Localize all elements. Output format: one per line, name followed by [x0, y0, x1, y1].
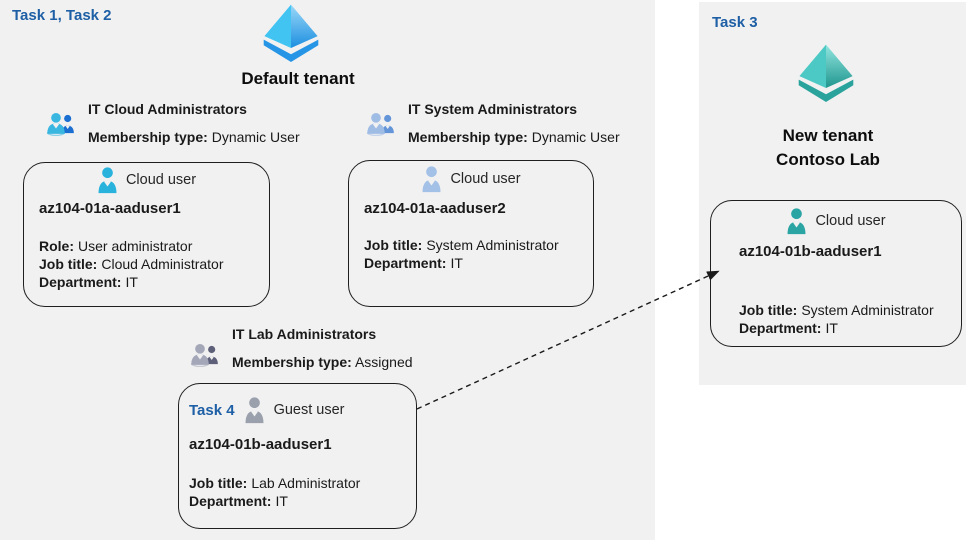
field-department: Department:IT — [189, 492, 360, 510]
user-name: az104-01a-aaduser1 — [39, 200, 181, 217]
new-tenant-panel: Task 3 New tenant Contoso Lab Cloud user… — [699, 2, 966, 385]
card-header: Cloud user — [24, 166, 269, 194]
field-label: Job title: — [189, 475, 248, 491]
membership-value: Assigned — [354, 354, 413, 370]
group-membership: Membership type: Dynamic User — [408, 129, 620, 146]
group-text: IT Cloud Administrators Membership type:… — [88, 101, 300, 146]
cloud-user-icon — [97, 166, 118, 194]
field-value: System Administrator — [426, 237, 559, 253]
cloud-user-icon — [786, 207, 807, 235]
group-text: IT Lab Administrators Membership type: A… — [232, 326, 413, 371]
field-label: Department: — [364, 255, 447, 271]
membership-label: Membership type: — [88, 129, 208, 145]
field-value: IT — [825, 320, 838, 336]
new-tenant-title-line2: Contoso Lab — [776, 150, 880, 169]
field-value: IT — [450, 255, 463, 271]
user-name: az104-01b-aaduser1 — [739, 243, 882, 260]
field-label: Job title: — [39, 256, 98, 272]
card-header: Cloud user — [349, 165, 593, 193]
new-tenant-user-card: Cloud user az104-01b-aaduser1 Job title:… — [710, 200, 962, 347]
group-membership: Membership type: Dynamic User — [88, 129, 300, 146]
user-card-aaduser1: Cloud user az104-01a-aaduser1 Role:User … — [23, 162, 270, 307]
field-value: System Administrator — [801, 302, 934, 318]
field-role: Role:User administrator — [39, 237, 224, 255]
user-fields: Job title:System Administrator Departmen… — [739, 301, 934, 337]
field-job-title: Job title:Cloud Administrator — [39, 255, 224, 273]
membership-value: Dynamic User — [211, 129, 300, 145]
user-name: az104-01a-aaduser2 — [364, 200, 506, 217]
azure-ad-b2c-tenant-icon — [791, 42, 861, 106]
azure-ad-tenant-icon — [256, 2, 326, 66]
group-people-icon — [190, 342, 220, 367]
user-card-aaduser2: Cloud user az104-01a-aaduser2 Job title:… — [348, 160, 594, 307]
group-people-icon — [46, 111, 76, 136]
membership-label: Membership type: — [408, 129, 528, 145]
membership-value: Dynamic User — [531, 129, 620, 145]
task-4-label: Task 4 — [189, 401, 235, 419]
group-text: IT System Administrators Membership type… — [408, 101, 620, 146]
user-type-label: Guest user — [273, 402, 345, 418]
group-title: IT System Administrators — [408, 101, 578, 117]
default-tenant-panel: Task 1, Task 2 Default tenant IT Cloud A… — [0, 0, 655, 540]
task-3-label: Task 3 — [712, 14, 758, 31]
group-title: IT Cloud Administrators — [88, 101, 247, 117]
default-tenant-title: Default tenant — [241, 69, 355, 88]
field-job-title: Job title:Lab Administrator — [189, 474, 360, 492]
field-label: Job title: — [364, 237, 423, 253]
new-tenant-title: New tenant Contoso Lab — [699, 124, 957, 172]
field-label: Department: — [39, 274, 122, 290]
user-name: az104-01b-aaduser1 — [189, 436, 332, 453]
field-value: Cloud Administrator — [101, 256, 224, 272]
field-value: IT — [125, 274, 138, 290]
group-people-icon — [366, 111, 396, 136]
field-value: IT — [275, 493, 288, 509]
field-label: Role: — [39, 238, 74, 254]
user-fields: Role:User administrator Job title:Cloud … — [39, 237, 224, 291]
field-value: User administrator — [78, 238, 193, 254]
field-label: Department: — [189, 493, 272, 509]
user-type-label: Cloud user — [125, 172, 197, 188]
user-type-label: Cloud user — [450, 171, 521, 187]
field-department: Department:IT — [739, 319, 934, 337]
guest-user-icon — [244, 396, 265, 424]
task-1-2-label: Task 1, Task 2 — [12, 7, 112, 24]
card-header: Cloud user — [711, 207, 961, 235]
user-fields: Job title:System Administrator Departmen… — [364, 236, 559, 272]
guest-user-card: Task 4 Guest user az104-01b-aaduser1 Job… — [178, 383, 417, 529]
group-title: IT Lab Administrators — [232, 326, 377, 342]
cloud-user-icon — [421, 165, 442, 193]
group-it-system-administrators: IT System Administrators Membership type… — [366, 101, 620, 146]
group-it-cloud-administrators: IT Cloud Administrators Membership type:… — [46, 101, 300, 146]
membership-label: Membership type: — [232, 354, 352, 370]
field-department: Department:IT — [364, 254, 559, 272]
user-type-label: Cloud user — [815, 213, 886, 229]
group-membership: Membership type: Assigned — [232, 354, 413, 371]
field-value: Lab Administrator — [251, 475, 361, 491]
field-job-title: Job title:System Administrator — [364, 236, 559, 254]
new-tenant-title-line1: New tenant — [782, 126, 874, 145]
card-header: Task 4 Guest user — [189, 396, 345, 424]
field-department: Department:IT — [39, 273, 224, 291]
group-it-lab-administrators: IT Lab Administrators Membership type: A… — [190, 326, 413, 371]
field-label: Department: — [739, 320, 822, 336]
user-fields: Job title:Lab Administrator Department:I… — [189, 474, 360, 510]
field-job-title: Job title:System Administrator — [739, 301, 934, 319]
field-label: Job title: — [739, 302, 798, 318]
